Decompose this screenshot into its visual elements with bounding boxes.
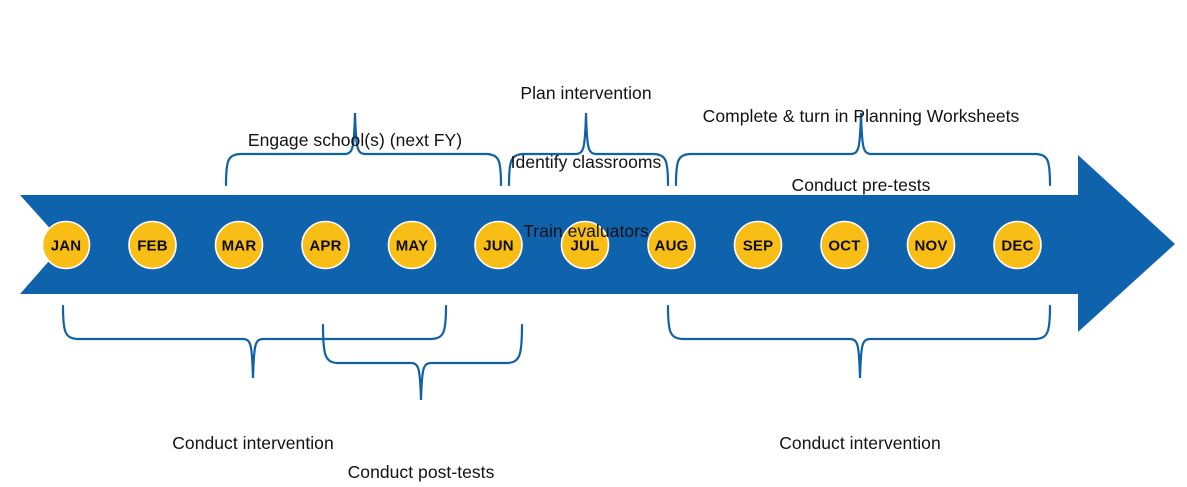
month-marker-jul[interactable]: JUL <box>560 220 610 270</box>
brace-bottom-post-tests <box>321 323 524 401</box>
annotation-bottom-conduct-intervention-fall: Conduct intervention <box>720 386 1000 487</box>
month-label: SEP <box>743 238 774 255</box>
month-label: FEB <box>137 238 168 255</box>
annotation-line: Conduct pre-tests <box>791 175 931 195</box>
annotation-line: Train evaluators <box>523 221 649 241</box>
annotation-bottom-conduct-intervention-spring: Conduct intervention <box>113 386 393 487</box>
month-label: MAY <box>396 238 429 255</box>
month-marker-nov[interactable]: NOV <box>906 220 956 270</box>
month-label: OCT <box>828 238 860 255</box>
month-marker-oct[interactable]: OCT <box>820 220 869 270</box>
month-label: AUG <box>655 238 689 255</box>
month-marker-jun[interactable]: JUN <box>474 220 523 270</box>
annotation-top-complete-worksheets: Complete & turn in Planning Worksheets C… <box>651 59 1071 243</box>
month-marker-aug[interactable]: AUG <box>647 220 696 270</box>
month-marker-dec[interactable]: DEC <box>993 220 1042 270</box>
month-marker-jan[interactable]: JAN <box>41 220 91 270</box>
brace-bottom-conduct-intervention-fall <box>666 304 1052 379</box>
month-marker-sep[interactable]: SEP <box>733 220 783 270</box>
annotation-line: Identify classrooms <box>510 152 662 172</box>
annotation-bottom-post-tests: Conduct post-tests Update Planning Works… <box>261 415 581 487</box>
annotation-line: Conduct intervention <box>172 433 334 453</box>
month-label: JUL <box>571 238 600 255</box>
month-label: JUN <box>483 238 514 255</box>
annotation-top-plan-intervention: Plan intervention Identify classrooms Tr… <box>466 36 706 289</box>
month-label: NOV <box>914 238 947 255</box>
brace-top-plan-intervention <box>507 112 670 187</box>
month-label: DEC <box>1001 238 1033 255</box>
annotation-line: Engage school(s) (next FY) <box>247 130 463 150</box>
brace-top-complete-worksheets <box>674 112 1052 187</box>
month-label: MAR <box>222 238 257 255</box>
month-marker-mar[interactable]: MAR <box>214 220 264 270</box>
annotation-due-date-note: Planning Worksheets and surveys due by J… <box>200 461 643 487</box>
annotation-line: Conduct intervention <box>779 433 941 453</box>
month-label: APR <box>309 238 341 255</box>
annotation-top-engage-schools: Engage school(s) (next FY) <box>205 83 505 198</box>
month-markers: JAN FEB MAR APR MAY JUN <box>41 220 1042 270</box>
annotation-line: Plan intervention <box>520 83 652 103</box>
month-marker-feb[interactable]: FEB <box>128 220 177 270</box>
month-marker-may[interactable]: MAY <box>387 220 437 270</box>
brace-top-engage-schools <box>224 112 503 187</box>
annotation-line: Complete & turn in Planning Worksheets <box>702 106 1020 126</box>
month-marker-apr[interactable]: APR <box>301 220 350 270</box>
annotation-line: Conduct post-tests <box>347 462 495 482</box>
month-label: JAN <box>51 238 82 255</box>
brace-bottom-conduct-intervention-spring <box>61 304 448 379</box>
